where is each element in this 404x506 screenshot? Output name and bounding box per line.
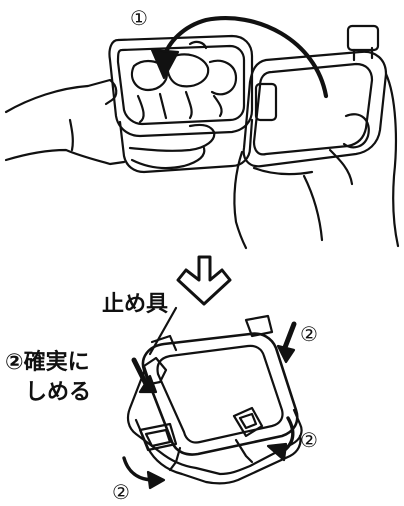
step2-marker-top-right: ② xyxy=(300,322,318,346)
food-container-open xyxy=(108,34,254,174)
step2-marker-right: ② xyxy=(300,428,318,452)
clasp-leader-line xyxy=(148,306,178,356)
instruction-line2: しめる xyxy=(25,380,92,405)
left-hand-illustration xyxy=(4,78,216,170)
step1-arrow xyxy=(150,16,329,99)
step2-marker-bottom: ② xyxy=(112,480,130,504)
instruction-line1: ②確実に xyxy=(5,350,90,375)
right-hand-illustration xyxy=(233,72,400,250)
container-lid xyxy=(242,24,388,168)
down-arrow-icon xyxy=(176,255,232,306)
step1-marker: ① xyxy=(130,6,148,30)
food-container-closed xyxy=(126,314,303,485)
clasp-label: 止め具 xyxy=(102,292,169,317)
step2-arrows xyxy=(122,321,297,490)
